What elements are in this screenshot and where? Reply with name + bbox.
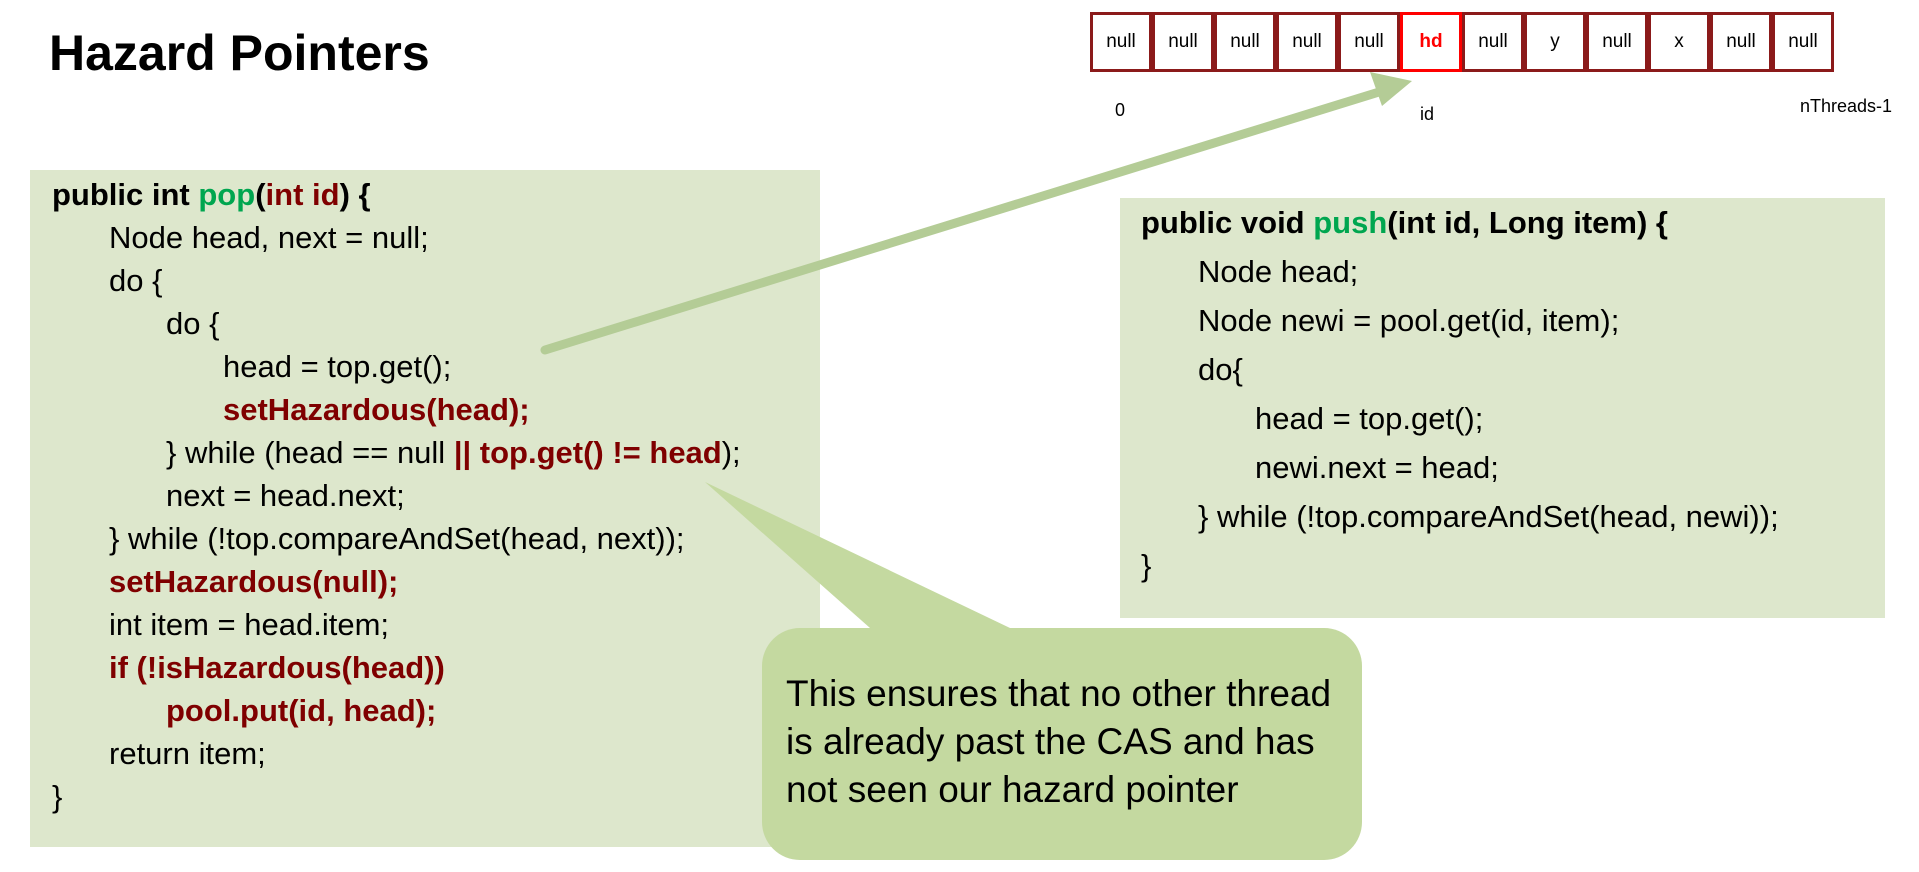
code-line: } while (head == null || top.get() != he… (166, 431, 741, 474)
push-signature: public void push(int id, Long item) { (1141, 201, 1668, 244)
code-paren: ( (255, 177, 266, 212)
code-keyword: public void (1141, 205, 1314, 240)
code-line-emphasis: if (!isHazardous(head)) (109, 650, 445, 685)
code-line: do{ (1198, 352, 1243, 387)
hazard-cell-highlighted: hd (1400, 12, 1462, 72)
code-line: head = top.get(); (223, 349, 452, 384)
pop-code-box (30, 170, 820, 847)
hazard-cell: null (1586, 12, 1648, 72)
code-line: int item = head.item; (109, 607, 389, 642)
code-emphasis: || top.get() != head (453, 435, 722, 470)
code-line: } (1141, 548, 1152, 583)
callout-bubble (762, 628, 1362, 860)
code-line: Node head; (1198, 254, 1359, 289)
hazard-cell: null (1772, 12, 1834, 72)
method-name: pop (198, 177, 256, 212)
code-line: return item; (109, 736, 266, 771)
callout-pointer (705, 482, 1010, 628)
code-text: ); (721, 435, 741, 470)
code-text: } while (head == null (166, 435, 454, 470)
code-line-emphasis: setHazardous(null); (109, 564, 399, 599)
hazard-cell: null (1462, 12, 1524, 72)
hazard-cell: null (1214, 12, 1276, 72)
method-name: push (1313, 205, 1388, 240)
code-line: } (52, 779, 63, 814)
code-line: do { (166, 306, 220, 341)
hazard-cell: null (1276, 12, 1338, 72)
code-line: } while (!top.compareAndSet(head, newi))… (1198, 499, 1779, 534)
hazard-cell: null (1090, 12, 1152, 72)
array-index-last: nThreads-1 (1800, 96, 1893, 116)
code-keyword: public int (52, 177, 199, 212)
code-line: next = head.next; (166, 478, 405, 513)
hazard-cell: null (1338, 12, 1400, 72)
code-line-emphasis: pool.put(id, head); (166, 693, 437, 728)
pop-signature: public int pop(int id) { (52, 173, 371, 216)
code-params: (int id, Long item) { (1387, 205, 1668, 240)
code-line: do { (109, 263, 163, 298)
code-param: int id (265, 177, 340, 212)
hazard-cell: y (1524, 12, 1586, 72)
code-line: } while (!top.compareAndSet(head, next))… (109, 521, 685, 556)
array-index-id: id (1420, 104, 1435, 124)
array-index-first: 0 (1115, 100, 1126, 120)
code-line-emphasis: setHazardous(head); (223, 392, 530, 427)
push-code-box (1120, 198, 1885, 618)
hazard-arrow-line (540, 83, 1397, 355)
hazard-arrow-head (1370, 72, 1412, 106)
code-line: Node newi = pool.get(id, item); (1198, 303, 1620, 338)
code-line: newi.next = head; (1255, 450, 1499, 485)
hazard-cell: x (1648, 12, 1710, 72)
hazard-cell: null (1710, 12, 1772, 72)
callout-text: This ensures that no other thread is alr… (786, 673, 1332, 810)
hazard-cell: null (1152, 12, 1214, 72)
code-brace: ) { (339, 177, 371, 212)
code-line: Node head, next = null; (109, 220, 429, 255)
slide-title: Hazard Pointers (49, 25, 430, 81)
code-line: head = top.get(); (1255, 401, 1484, 436)
